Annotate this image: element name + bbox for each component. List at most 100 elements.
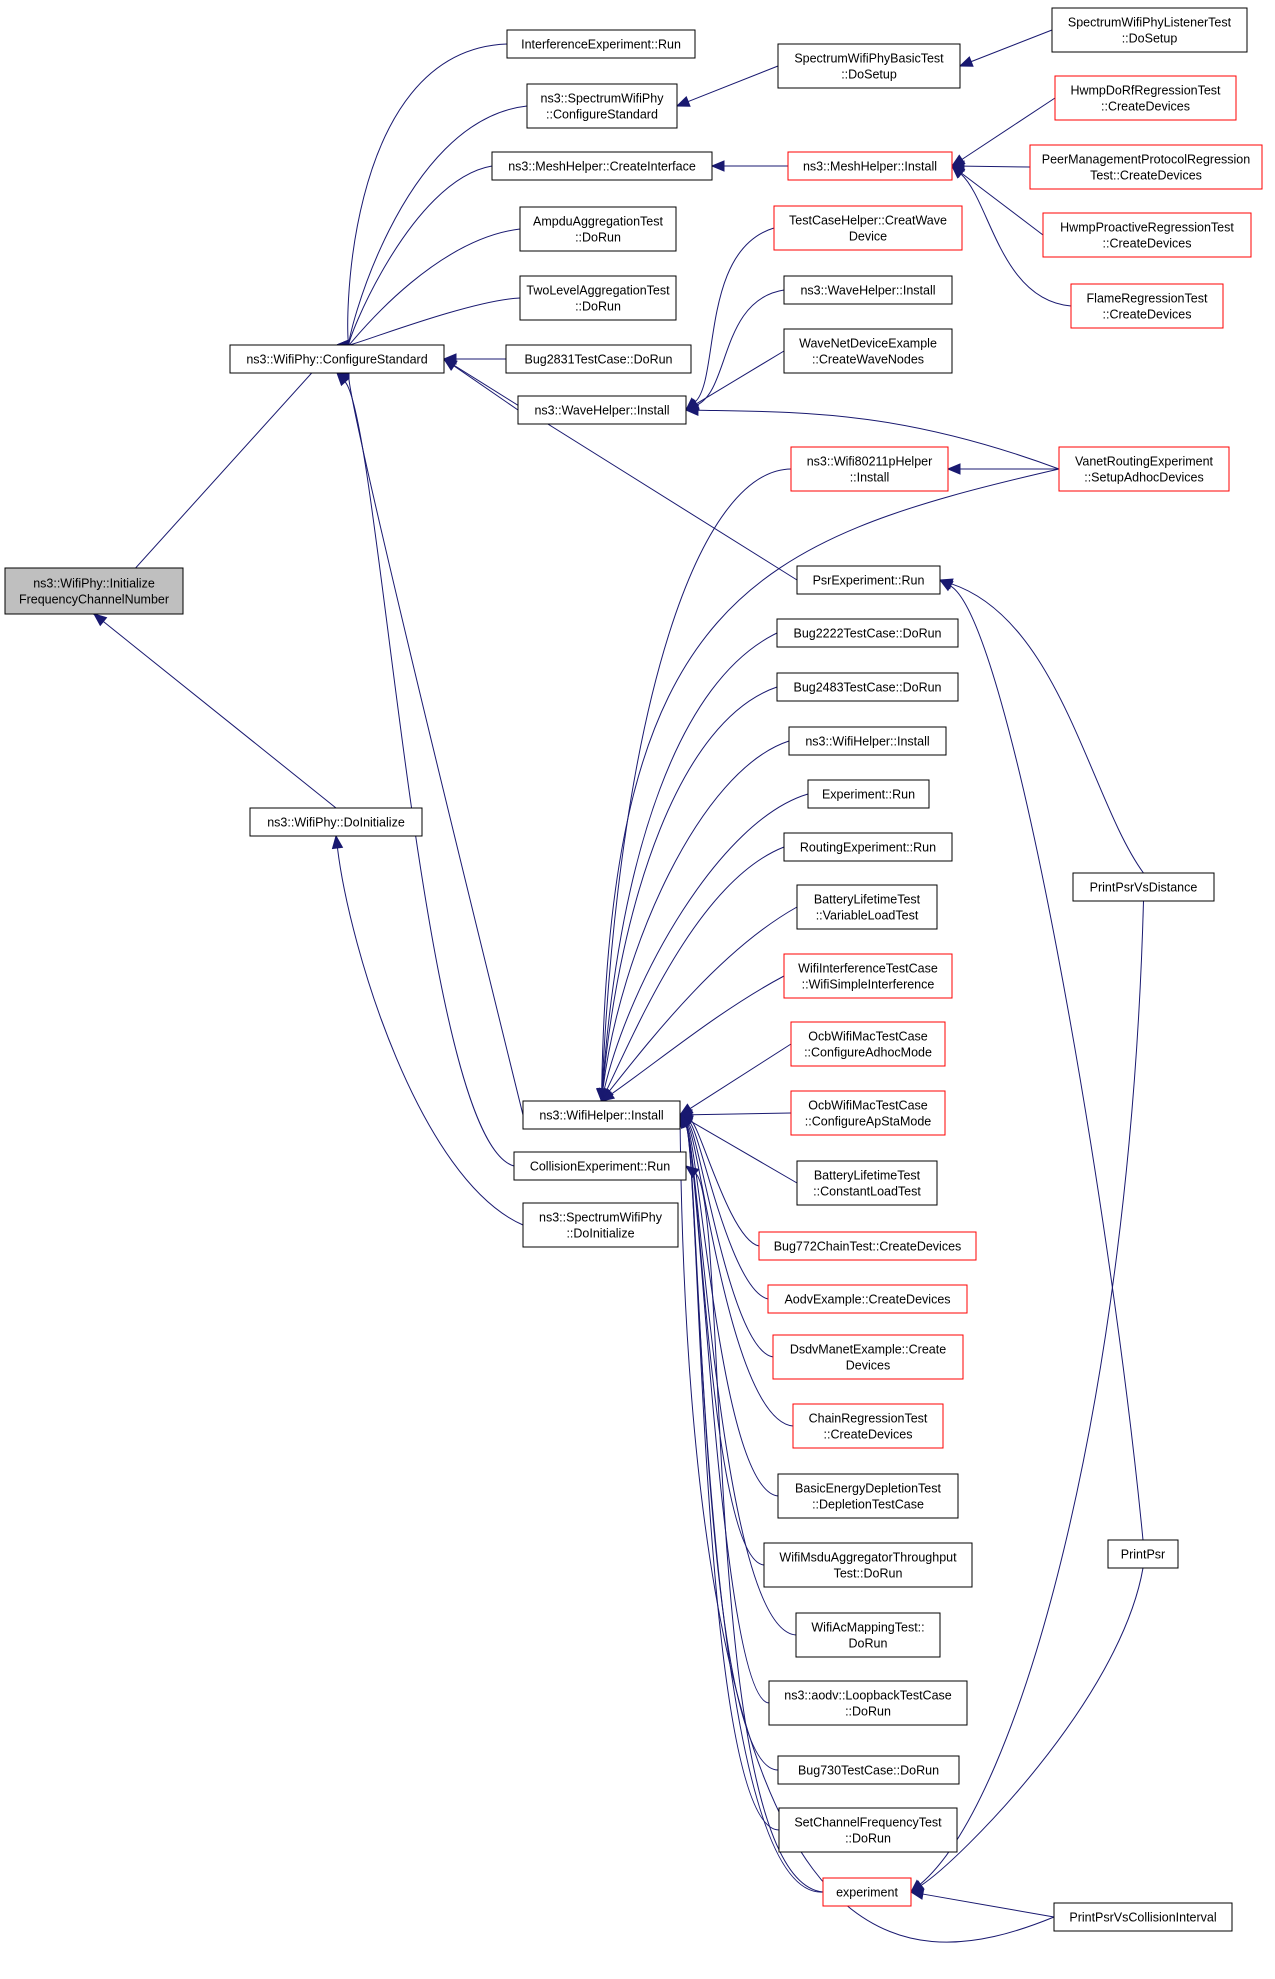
node-box [795, 1612, 941, 1658]
edge-print_psr_distance-to-psr_run [938, 578, 1144, 874]
node-box [1072, 872, 1215, 902]
node-label: ::DoRun [575, 231, 621, 245]
node-do-initialize[interactable]: ns3::WifiPhy::DoInitialize [249, 807, 423, 837]
edge-line [601, 632, 778, 1090]
node-mesh-install[interactable]: ns3::MeshHelper::Install [787, 151, 953, 181]
node-set-channel-freq[interactable]: SetChannelFrequencyTest::DoRun [778, 1807, 958, 1853]
node-print-psr[interactable]: PrintPsr [1107, 1539, 1179, 1569]
node-spectrum-configure[interactable]: ns3::SpectrumWifiPhy::ConfigureStandard [526, 83, 678, 129]
edge-line [602, 686, 778, 1090]
edge-spectrum_listener_setup-to-spectrum_basic_setup [958, 29, 1053, 67]
node-label: WifiAcMappingTest:: [811, 1621, 924, 1635]
node-label: ::CreateDevices [1103, 308, 1192, 322]
edge-line [602, 740, 790, 1090]
node-aodv-loopback[interactable]: ns3::aodv::LoopbackTestCase::DoRun [768, 1680, 968, 1726]
node-box [790, 1090, 946, 1136]
node-spectrum-doinit[interactable]: ns3::SpectrumWifiPhy::DoInitialize [522, 1202, 679, 1248]
node-spectrum-listener-setup[interactable]: SpectrumWifiPhyListenerTest::DoSetup [1051, 7, 1248, 53]
node-label: experiment [836, 1886, 898, 1900]
node-label: DoRun [849, 1637, 888, 1651]
edge-spectrum_configure-to-configure_standard [335, 105, 528, 351]
edge-mesh_install-to-mesh_create_interface [710, 160, 788, 172]
edge-line [919, 900, 1144, 1885]
node-hwmp-proactive[interactable]: HwmpProactiveRegressionTest::CreateDevic… [1042, 212, 1252, 258]
node-label: Bug772ChainTest::CreateDevices [774, 1240, 962, 1254]
node-routing-run[interactable]: RoutingExperiment::Run [783, 832, 953, 862]
node-ampdu[interactable]: AmpduAggregationTest::DoRun [519, 206, 677, 252]
node-box [796, 884, 938, 930]
node-hwmp-dorf[interactable]: HwmpDoRfRegressionTest::CreateDevices [1054, 75, 1237, 121]
node-collision-run[interactable]: CollisionExperiment::Run [513, 1151, 687, 1181]
node-label: CollisionExperiment::Run [530, 1160, 670, 1174]
node-interference-run[interactable]: InterferenceExperiment::Run [506, 29, 696, 59]
node-wifi-helper-install-r[interactable]: ns3::WifiHelper::Install [788, 726, 947, 756]
node-experiment[interactable]: experiment [822, 1877, 912, 1907]
node-label: TwoLevelAggregationTest [526, 284, 670, 298]
node-ocb-apsta[interactable]: OcbWifiMacTestCase::ConfigureApStaMode [790, 1090, 946, 1136]
node-label: ::DoInitialize [566, 1227, 634, 1241]
node-box [491, 151, 713, 181]
edge-line [348, 105, 528, 346]
edge-line [348, 297, 521, 346]
node-wave-helper-install[interactable]: ns3::WaveHelper::Install [517, 395, 687, 425]
node-label: AmpduAggregationTest [533, 215, 663, 229]
node-battery-variable[interactable]: BatteryLifetimeTest::VariableLoadTest [796, 884, 938, 930]
node-spectrum-basic-setup[interactable]: SpectrumWifiPhyBasicTest::DoSetup [777, 43, 961, 89]
node-flame[interactable]: FlameRegressionTest::CreateDevices [1070, 283, 1224, 329]
edge-experiment_run-to-wifi_helper_install [598, 793, 809, 1103]
edge-line [960, 173, 1072, 307]
node-print-psr-collision[interactable]: PrintPsrVsCollisionInterval [1053, 1902, 1233, 1932]
node-experiment-run[interactable]: Experiment::Run [807, 779, 930, 809]
edge-line [951, 583, 1144, 874]
node-label: VanetRoutingExperiment [1075, 455, 1214, 469]
node-ac-mapping[interactable]: WifiAcMappingTest::DoRun [795, 1612, 941, 1658]
node-bug2483[interactable]: Bug2483TestCase::DoRun [776, 672, 959, 702]
node-label: ::ConfigureStandard [546, 108, 658, 122]
node-wifi80211p[interactable]: ns3::Wifi80211pHelper::Install [790, 446, 949, 492]
node-chain-regression[interactable]: ChainRegressionTest::CreateDevices [792, 1403, 944, 1449]
node-peer-mgmt[interactable]: PeerManagementProtocolRegressionTest::Cr… [1029, 144, 1263, 190]
node-ocb-adhoc[interactable]: OcbWifiMacTestCase::ConfigureAdhocMode [790, 1021, 946, 1067]
node-label: ::WifiSimpleInterference [802, 978, 935, 992]
node-bug2831[interactable]: Bug2831TestCase::DoRun [505, 344, 692, 374]
node-psr-run[interactable]: PsrExperiment::Run [796, 565, 941, 595]
node-label: BasicEnergyDepletionTest [795, 1482, 941, 1496]
node-label: Experiment::Run [822, 788, 915, 802]
arrowhead-icon [710, 160, 725, 172]
node-root[interactable]: ns3::WifiPhy::InitializeFrequencyChannel… [4, 567, 184, 615]
node-mesh-create-interface[interactable]: ns3::MeshHelper::CreateInterface [491, 151, 713, 181]
node-bug2222[interactable]: Bug2222TestCase::DoRun [776, 618, 959, 648]
node-wave-net-device[interactable]: WaveNetDeviceExample::CreateWaveNodes [783, 328, 953, 374]
node-wifi-helper-install[interactable]: ns3::WifiHelper::Install [522, 1100, 681, 1130]
edge-line [690, 1120, 798, 1184]
node-configure-standard[interactable]: ns3::WifiPhy::ConfigureStandard [229, 344, 445, 374]
arrowhead-icon [910, 1879, 925, 1893]
node-two-level[interactable]: TwoLevelAggregationTest::DoRun [519, 275, 677, 321]
node-label: SpectrumWifiPhyBasicTest [794, 52, 944, 66]
node-bug730[interactable]: Bug730TestCase::DoRun [777, 1755, 960, 1785]
node-box [773, 205, 963, 251]
node-label: ns3::aodv::LoopbackTestCase [784, 1689, 952, 1703]
node-vanet[interactable]: VanetRoutingExperiment::SetupAdhocDevice… [1058, 446, 1230, 492]
node-bug772[interactable]: Bug772ChainTest::CreateDevices [758, 1231, 977, 1261]
node-print-psr-distance[interactable]: PrintPsrVsDistance [1072, 872, 1215, 902]
edge-line [101, 344, 338, 606]
edge-line [103, 621, 337, 809]
node-wifi-interference[interactable]: WifiInterferenceTestCase::WifiSimpleInte… [783, 953, 953, 999]
graph-nodes: ns3::WifiPhy::InitializeFrequencyChannel… [4, 7, 1263, 1932]
node-label: OcbWifiMacTestCase [808, 1099, 928, 1113]
edge-line [347, 43, 508, 346]
node-dsdv-manet[interactable]: DsdvManetExample::CreateDevices [772, 1334, 964, 1380]
node-basic-energy[interactable]: BasicEnergyDepletionTest::DepletionTestC… [777, 1473, 959, 1519]
edge-line [453, 365, 519, 411]
node-box [778, 1807, 958, 1853]
node-box [796, 565, 941, 595]
node-box [807, 779, 930, 809]
node-box [1051, 7, 1248, 53]
node-battery-constant[interactable]: BatteryLifetimeTest::ConstantLoadTest [796, 1160, 938, 1206]
node-aodv-example[interactable]: AodvExample::CreateDevices [767, 1284, 968, 1314]
node-wave-helper-install-r[interactable]: ns3::WaveHelper::Install [783, 275, 953, 305]
edge-line [687, 65, 779, 103]
